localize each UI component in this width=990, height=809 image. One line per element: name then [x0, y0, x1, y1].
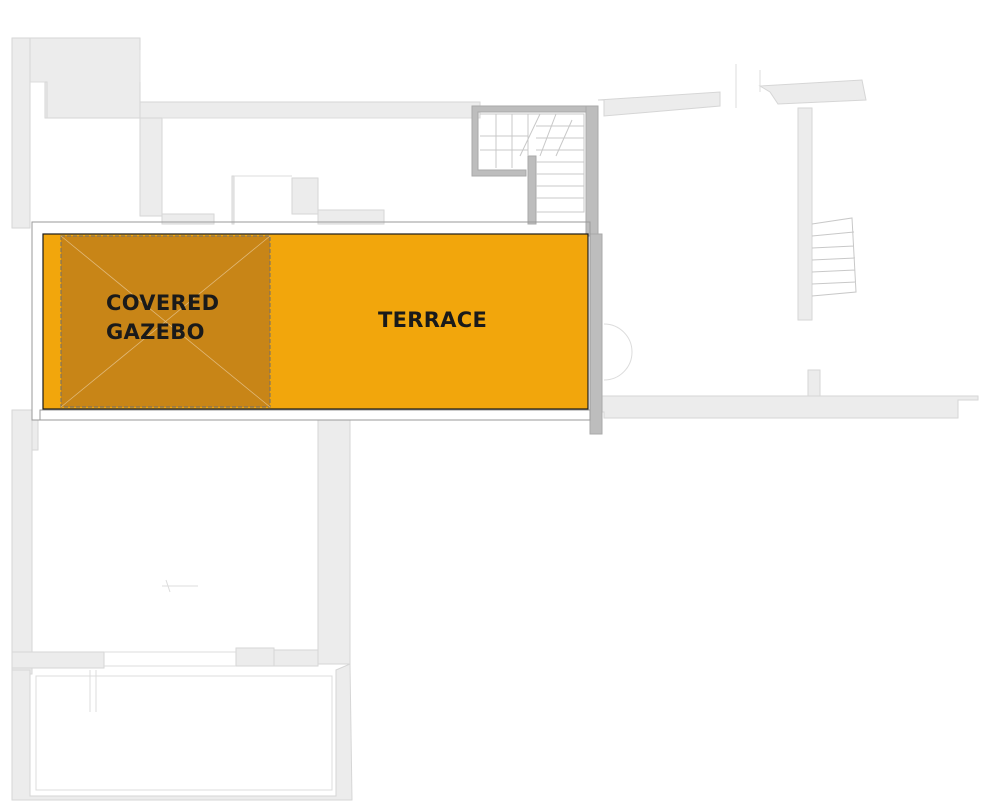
gazebo-label-line2: GAZEBO [106, 320, 205, 344]
terrace-label: TERRACE [378, 308, 487, 332]
gazebo-cross [60, 235, 271, 408]
stair-core [471, 105, 599, 237]
right-building-walls [589, 64, 979, 435]
gazebo-zone[interactable] [60, 235, 271, 408]
gazebo-label-line1: COVERED [106, 291, 219, 315]
upper-left-walls [11, 37, 481, 229]
lower-left-walls [11, 409, 353, 801]
